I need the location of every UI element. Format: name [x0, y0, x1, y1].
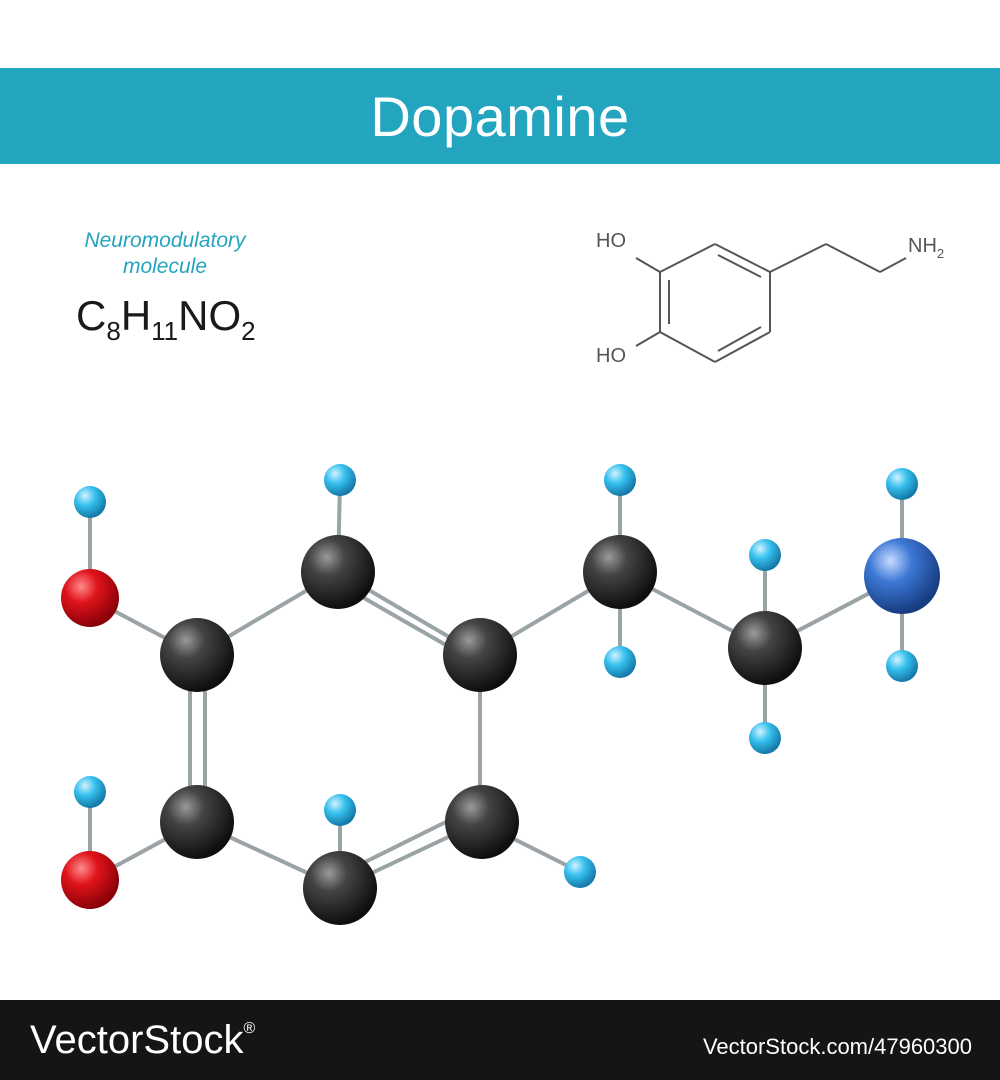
carbon-atom: [445, 785, 519, 859]
hydrogen-atoms: [74, 464, 918, 888]
footer-bar: VectorStock® VectorStock.com/47960300: [0, 1000, 1000, 1080]
molecule-description: Neuromodulatory molecule: [60, 228, 270, 280]
hydrogen-atom: [886, 650, 918, 682]
registered-mark: ®: [243, 1020, 256, 1037]
ring-bond: [659, 243, 716, 273]
description-line-2: molecule: [122, 255, 208, 278]
skeletal-bonds: [635, 243, 907, 363]
skeletal-nh-subscript: 2: [937, 246, 944, 261]
hydroxyl-bond-top: [635, 257, 661, 273]
hydrogen-atom: [749, 539, 781, 571]
formula-oxygen-count: 2: [241, 316, 256, 346]
hydrogen-atom: [324, 464, 356, 496]
chemical-formula: C8H11NO2: [76, 292, 256, 344]
ball-and-stick-model: [61, 464, 940, 925]
ring-bond: [714, 331, 771, 363]
carbon-atom: [301, 535, 375, 609]
amine-bond: [879, 257, 907, 273]
skeletal-formula-diagram: HO HO NH2: [596, 230, 944, 367]
oxygen-atom: [61, 851, 119, 909]
skeletal-ho-bottom: HO: [596, 345, 626, 367]
carbon-atoms: [160, 535, 802, 925]
carbon-atom: [160, 785, 234, 859]
formula-hydrogen-count: 11: [151, 316, 179, 346]
page-title: Dopamine: [370, 84, 630, 148]
carbon-atom: [728, 611, 802, 685]
brand-name: VectorStock: [30, 1018, 244, 1062]
hydrogen-atom: [749, 722, 781, 754]
nitrogen-atom: [864, 538, 940, 614]
carbon-atom: [160, 618, 234, 692]
hydrogen-atom: [74, 776, 106, 808]
hydrogen-atom: [324, 794, 356, 826]
hydrogen-atom: [604, 464, 636, 496]
formula-oxygen: O: [208, 292, 242, 339]
formula-hydrogen: H: [120, 292, 152, 339]
ring-bond: [714, 243, 771, 273]
ring-double-bond: [717, 326, 762, 352]
hydrogen-atom: [604, 646, 636, 678]
oxygen-atom: [61, 569, 119, 627]
title-bar: Dopamine: [0, 68, 1000, 164]
formula-carbon-count: 8: [106, 316, 121, 346]
skeletal-nh-label: NH: [908, 235, 937, 257]
carbon-atom: [443, 618, 517, 692]
ring-double-bond: [717, 254, 762, 278]
carbon-atom: [303, 851, 377, 925]
skeletal-ho-top: HO: [596, 230, 626, 252]
hydrogen-atom: [564, 856, 596, 888]
side-chain-bond: [769, 243, 827, 273]
description-line-1: Neuromodulatory: [84, 229, 246, 252]
hydrogen-atom: [74, 486, 106, 518]
brand-logo[interactable]: VectorStock®: [30, 1018, 255, 1063]
image-id-link[interactable]: VectorStock.com/47960300: [702, 1034, 972, 1059]
hydroxyl-bond-bottom: [635, 331, 661, 347]
formula-nitrogen: N: [178, 292, 209, 339]
hydrogen-atom: [886, 468, 918, 500]
skeletal-nh: NH2: [908, 235, 944, 261]
ring-bond: [659, 331, 716, 363]
formula-carbon: C: [76, 292, 107, 339]
carbon-atom: [583, 535, 657, 609]
side-chain-bond: [825, 243, 881, 273]
